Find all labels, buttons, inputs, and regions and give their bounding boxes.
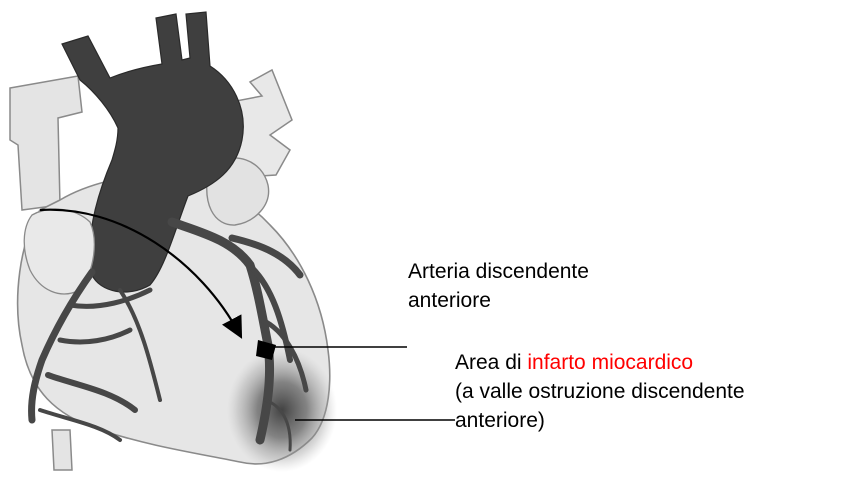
infarct-label-line2: (a valle ostruzione discendente — [455, 380, 745, 403]
infarct-label-prefix: Area di — [455, 351, 527, 374]
infarct-region — [227, 348, 337, 472]
infarct-label-line3: anteriore) — [455, 409, 545, 432]
artery-label-line2: anteriore — [408, 289, 491, 312]
artery-label: Arteria discendente anteriore — [408, 257, 589, 315]
infarct-label: Area di infarto miocardico (a valle ostr… — [455, 348, 745, 435]
artery-label-line1: Arteria discendente — [408, 260, 589, 283]
infarct-label-highlight: infarto miocardico — [527, 351, 693, 374]
